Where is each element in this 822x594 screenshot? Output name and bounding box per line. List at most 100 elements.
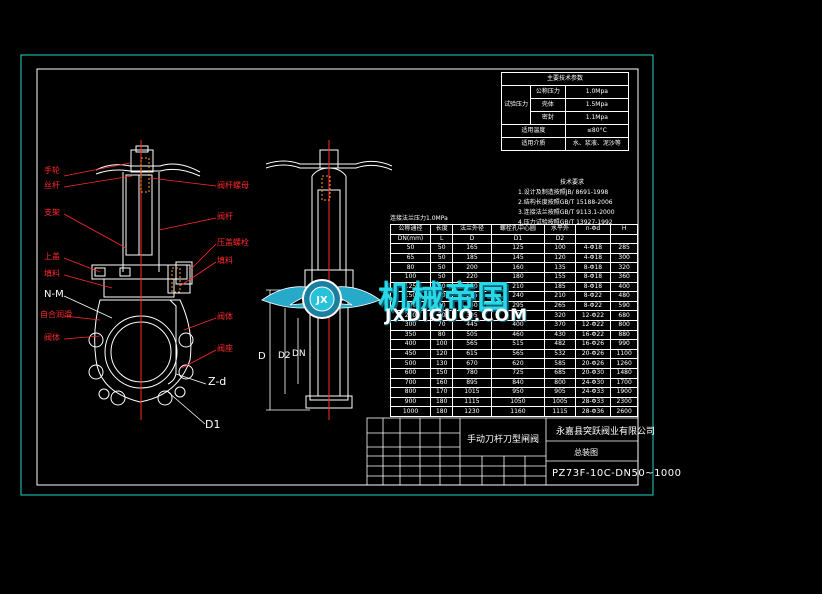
- table-cell: 1100: [610, 348, 638, 360]
- table-cell: 50: [430, 252, 454, 264]
- table-cell: 12-Φ22: [574, 310, 612, 321]
- table-cell: 565: [490, 348, 546, 360]
- table-cell: 185: [544, 281, 576, 293]
- dim-header-sub: D1: [490, 233, 546, 245]
- table-cell: 620: [490, 358, 546, 369]
- table-cell: 12-Φ22: [574, 319, 612, 331]
- dim-d2: D2: [278, 351, 291, 361]
- dim-dn: DN: [292, 349, 306, 359]
- table-cell: 950: [490, 387, 546, 398]
- callout-stem-nut: 阀杆螺母: [217, 181, 249, 190]
- spec-cell: 壳体: [530, 98, 566, 112]
- table-cell: 145: [490, 252, 546, 264]
- badge-text: JX: [315, 295, 328, 306]
- table-cell: 505: [452, 329, 492, 341]
- table-cell: 100: [544, 243, 576, 254]
- spec-cell: ≤80°C: [564, 124, 630, 138]
- table-cell: 725: [490, 367, 546, 379]
- nut-hatch: [140, 157, 150, 193]
- callout-cover: 上盖: [44, 252, 60, 261]
- note-item: 4.压力试验按照GB/T 13927-1992: [518, 219, 613, 226]
- table-cell: 895: [452, 377, 492, 389]
- table-cell: 800: [544, 377, 576, 389]
- table-cell: 1115: [544, 406, 576, 417]
- table-cell: 170: [430, 387, 454, 398]
- table-cell: 1005: [544, 396, 576, 408]
- table-cell: 50: [430, 243, 454, 254]
- table-cell: 20-Φ26: [574, 348, 612, 360]
- callout-body-left: 阀体: [44, 333, 60, 342]
- spec-side-label: 试验压力: [500, 85, 532, 125]
- table-cell: 532: [544, 348, 576, 360]
- dim-header: 公称通径: [389, 224, 432, 235]
- title-block-title: 手动刀杆刀型闸阀: [467, 435, 540, 445]
- leader-lines-left: [63, 162, 133, 340]
- table-cell: 1050: [490, 396, 546, 408]
- table-cell: 600: [389, 367, 432, 379]
- note-item: 2.结构长度按照GB/T 15188-2006: [518, 199, 613, 206]
- title-block-grid: [366, 417, 639, 486]
- table-cell: 2600: [610, 406, 638, 417]
- table-cell: 1115: [452, 396, 492, 408]
- callout-body-right: 阀体: [217, 312, 233, 321]
- table-cell: 28-Φ36: [574, 406, 612, 417]
- spec-cell: 水、浆液、泥沙等: [564, 137, 630, 151]
- table-cell: 150: [430, 367, 454, 379]
- table-cell: 135: [544, 262, 576, 273]
- table-cell: 500: [389, 358, 432, 369]
- table-cell: 125: [490, 243, 546, 254]
- table-cell: 20-Φ30: [574, 367, 612, 379]
- table-cell: 80: [430, 329, 454, 341]
- dim-header: H: [610, 224, 638, 235]
- table-cell: 370: [544, 319, 576, 331]
- spec-cell: 适用温度: [501, 124, 566, 138]
- d1-leader: [167, 391, 206, 425]
- dim-header-sub: [610, 233, 638, 245]
- dim-header: 法兰外径: [452, 224, 492, 235]
- table-cell: 565: [452, 339, 492, 350]
- table-cell: 1480: [610, 367, 638, 379]
- dim-header: 水平外: [544, 224, 576, 235]
- spec-cell: 密封: [530, 111, 566, 125]
- table-cell: 165: [452, 243, 492, 254]
- nm-leader: [63, 295, 113, 319]
- table-cell: 100: [430, 339, 454, 350]
- callout-packing-right: 填料: [217, 256, 233, 265]
- table-cell: 120: [430, 348, 454, 360]
- table-cell: 590: [610, 300, 638, 312]
- spec-cell: 1.0Mpa: [564, 85, 630, 99]
- table-cell: 515: [490, 339, 546, 350]
- table-cell: 615: [452, 348, 492, 360]
- callout-seat: 阀座: [217, 344, 233, 353]
- table-cell: 780: [452, 367, 492, 379]
- table-cell: 880: [610, 329, 638, 341]
- table-cell: 990: [610, 339, 638, 350]
- table-cell: 1900: [610, 387, 638, 398]
- table-cell: 4-Φ18: [574, 243, 612, 254]
- dim-header-sub: D: [452, 233, 492, 245]
- table-cell: 680: [610, 310, 638, 321]
- note-item: 3.连接法兰按照GB/T 9113.1-2000: [518, 209, 615, 216]
- table-cell: 1700: [610, 377, 638, 389]
- dim-header-sub: D2: [544, 233, 576, 245]
- table-cell: 400: [610, 281, 638, 293]
- table-cell: 1000: [389, 406, 432, 417]
- table-cell: 1230: [452, 406, 492, 417]
- drawing-frame: [36, 68, 639, 486]
- callout-packing: 填料: [44, 269, 60, 278]
- mid-hatch: [321, 175, 331, 201]
- title-block-company: 永嘉县突跃阀业有限公司: [556, 427, 656, 437]
- table-cell: 460: [490, 329, 546, 341]
- table-cell: 120: [544, 252, 576, 264]
